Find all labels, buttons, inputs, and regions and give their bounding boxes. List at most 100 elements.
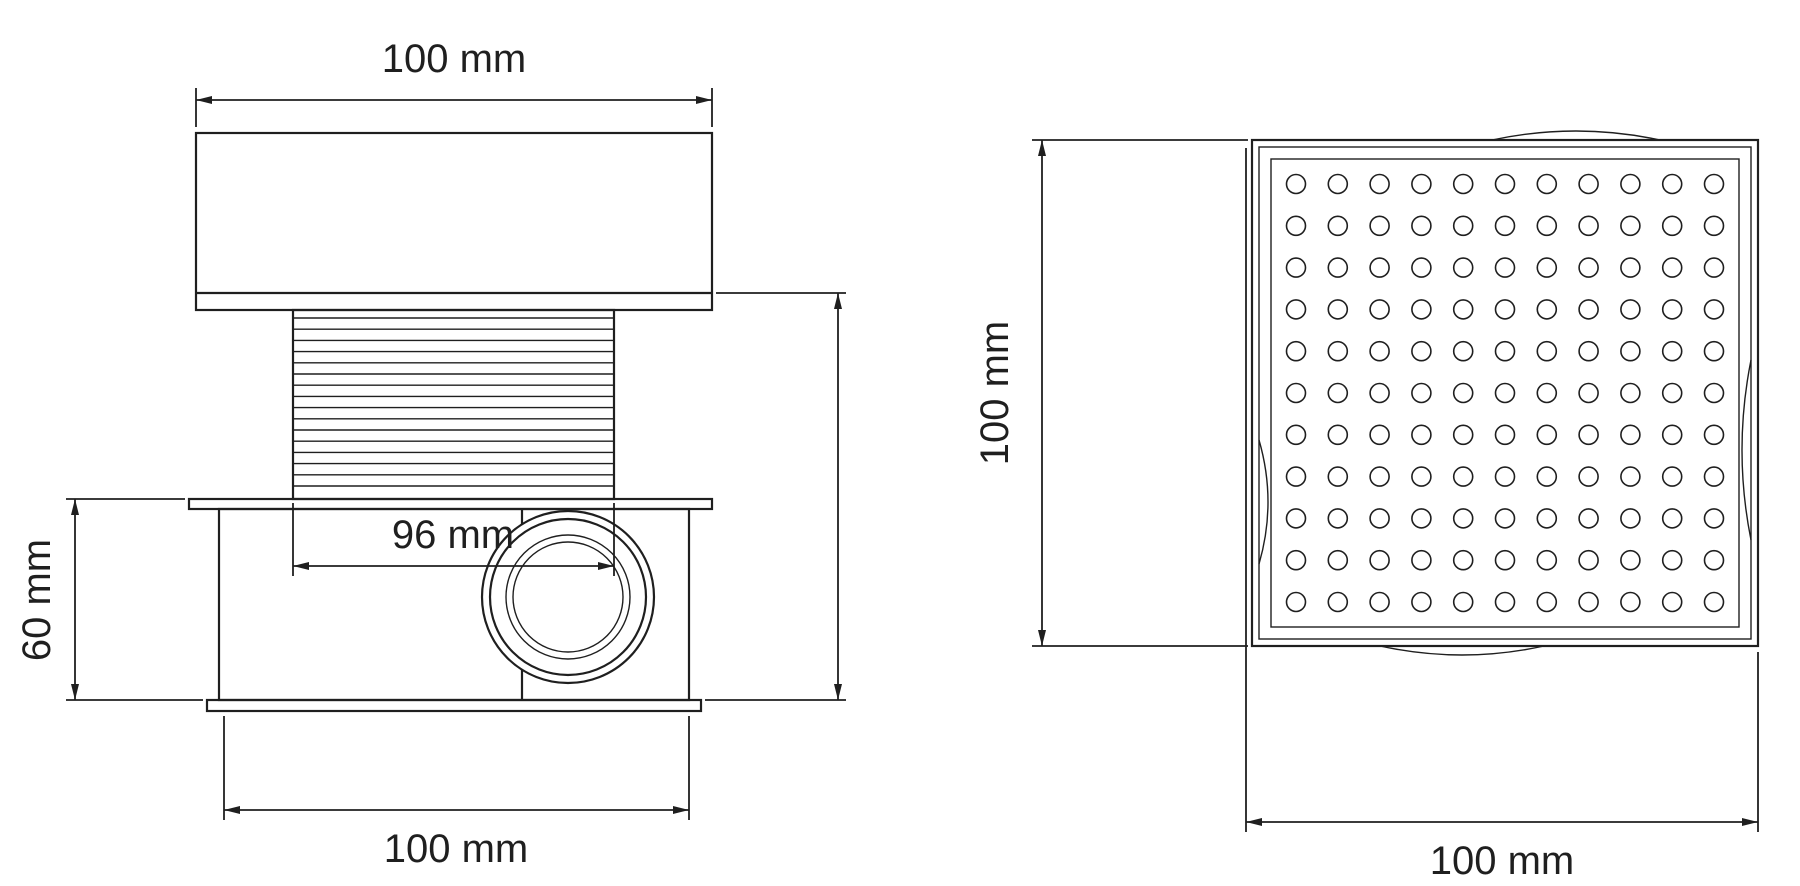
grate-hole	[1578, 340, 1599, 362]
grate-hole	[1411, 173, 1432, 195]
grate-hole	[1285, 591, 1307, 613]
dim-label: 96 mm	[392, 513, 514, 557]
grate-mid-frame	[1258, 146, 1752, 640]
body-base-plate	[205, 698, 703, 713]
grate-hole	[1536, 340, 1558, 362]
grate-hole	[1411, 466, 1432, 487]
grate-hole	[1285, 466, 1307, 487]
grate-hole	[1327, 173, 1349, 195]
grate-hole	[1494, 173, 1516, 195]
grate-hole	[1327, 382, 1349, 404]
grate-hole	[1620, 508, 1641, 529]
grate-hole	[1494, 382, 1516, 404]
dim-inner-width: 96 mm	[292, 503, 615, 576]
grate-hole	[1578, 382, 1599, 404]
grate-hole	[1452, 424, 1474, 446]
grate-tab-top	[1491, 130, 1661, 141]
grate-hole	[1369, 173, 1390, 195]
grate-hole	[1285, 424, 1307, 446]
grate-hole	[1327, 299, 1349, 320]
grate-hole	[1285, 508, 1307, 529]
grate-hole	[1578, 549, 1599, 571]
grate-hole	[1620, 382, 1641, 404]
dim-overall-height	[705, 292, 846, 701]
grate-hole	[1661, 215, 1683, 237]
grate-hole	[1494, 299, 1516, 320]
dim-body-height: 60 mm	[15, 498, 203, 701]
grate-hole	[1703, 508, 1725, 529]
dim-grate-width: 100 mm	[1245, 148, 1759, 883]
grate-hole	[1369, 424, 1390, 446]
grate-hole	[1661, 508, 1683, 529]
grate-hole	[1536, 549, 1558, 571]
grate-hole	[1327, 591, 1349, 613]
grate-hole	[1703, 549, 1725, 571]
grate-hole	[1285, 299, 1307, 320]
grate-hole	[1494, 215, 1516, 237]
grate-hole	[1285, 382, 1307, 404]
grate-hole	[1536, 508, 1558, 529]
outlet-circle-outer	[480, 509, 656, 685]
grate-hole	[1578, 424, 1599, 446]
grate-hole	[1369, 591, 1390, 613]
grate-hole	[1452, 591, 1474, 613]
grate-hole	[1703, 424, 1725, 446]
grate-hole	[1620, 466, 1641, 487]
grate-hole	[1452, 340, 1474, 362]
top-cap	[194, 131, 714, 312]
grate-hole	[1620, 299, 1641, 320]
grate-hole	[1578, 508, 1599, 529]
grate-hole	[1703, 466, 1725, 487]
grate-hole	[1494, 257, 1516, 278]
grate-hole	[1578, 257, 1599, 278]
grate-hole	[1411, 382, 1432, 404]
grate-hole	[1411, 424, 1432, 446]
grate-outer-frame	[1250, 138, 1760, 648]
grate-hole	[1411, 299, 1432, 320]
grate-hole	[1703, 382, 1725, 404]
grate-hole	[1536, 173, 1558, 195]
grate-hole	[1452, 549, 1474, 571]
grate-hole	[1369, 382, 1390, 404]
grate-hole	[1661, 424, 1683, 446]
dim-top-width: 100 mm	[195, 37, 713, 127]
grate-hole	[1620, 340, 1641, 362]
grate-hole	[1369, 215, 1390, 237]
grate-hole	[1703, 299, 1725, 320]
grate-hole	[1620, 424, 1641, 446]
grate-hole	[1494, 340, 1516, 362]
riser-ribs	[293, 317, 614, 487]
grate-hole	[1452, 215, 1474, 237]
outlet-circle-2	[488, 517, 648, 677]
grate-hole	[1369, 340, 1390, 362]
grate-hole	[1536, 382, 1558, 404]
grate-hole	[1327, 466, 1349, 487]
grate-hole	[1494, 466, 1516, 487]
grate-hole	[1411, 508, 1432, 529]
grate-hole	[1494, 591, 1516, 613]
grate-hole	[1327, 340, 1349, 362]
top-view: 100 mm 100 mm	[973, 130, 1760, 883]
grate-hole	[1411, 257, 1432, 278]
dim-label: 100 mm	[382, 37, 527, 81]
grate-hole	[1494, 424, 1516, 446]
grate-hole	[1369, 549, 1390, 571]
grate-hole	[1327, 424, 1349, 446]
grate-hole	[1452, 508, 1474, 529]
grate-hole	[1661, 257, 1683, 278]
grate-hole	[1578, 215, 1599, 237]
grate-hole	[1661, 173, 1683, 195]
grate-hole	[1661, 591, 1683, 613]
outlet-circle-inner	[512, 541, 624, 653]
grate-tab-bottom	[1379, 645, 1545, 656]
grate-hole	[1285, 549, 1307, 571]
grate-hole	[1452, 466, 1474, 487]
dim-label: 100 mm	[1430, 839, 1575, 883]
grate-hole	[1411, 340, 1432, 362]
grate-hole	[1536, 215, 1558, 237]
grate-hole	[1620, 257, 1641, 278]
grate-hole	[1661, 382, 1683, 404]
grate-hole	[1620, 591, 1641, 613]
